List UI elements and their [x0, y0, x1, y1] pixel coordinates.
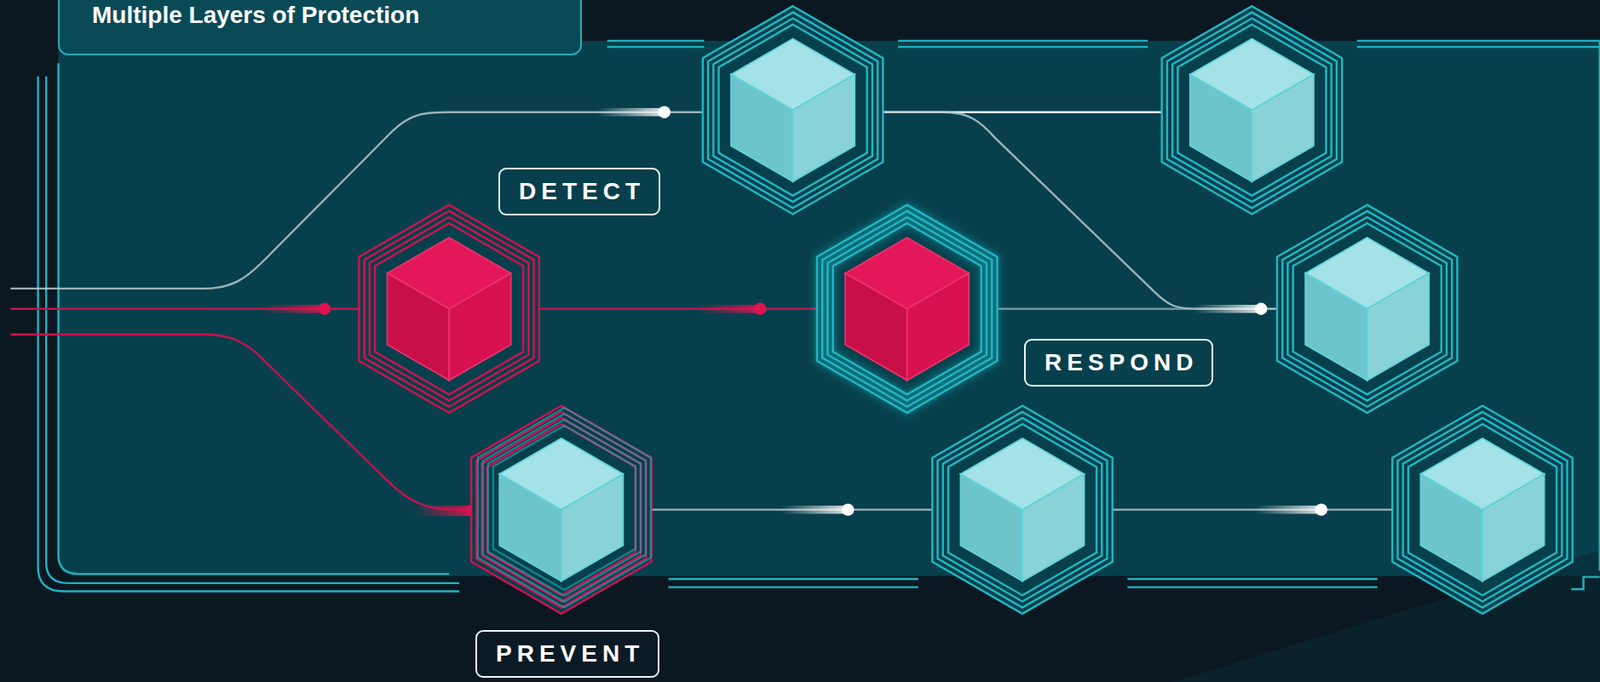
- label-text: DETECT: [518, 178, 645, 206]
- label-box: RESPOND: [1024, 339, 1214, 387]
- diagram-title: Multiple Layers of Protection: [92, 1, 581, 29]
- label-box: DETECT: [498, 167, 661, 216]
- title-panel: Multiple Layers of Protection: [57, 0, 582, 56]
- cube-hexagons: [358, 5, 1572, 615]
- label-text: RESPOND: [1044, 349, 1198, 377]
- label-text: PREVENT: [495, 640, 645, 668]
- label-box: PREVENT: [475, 630, 660, 679]
